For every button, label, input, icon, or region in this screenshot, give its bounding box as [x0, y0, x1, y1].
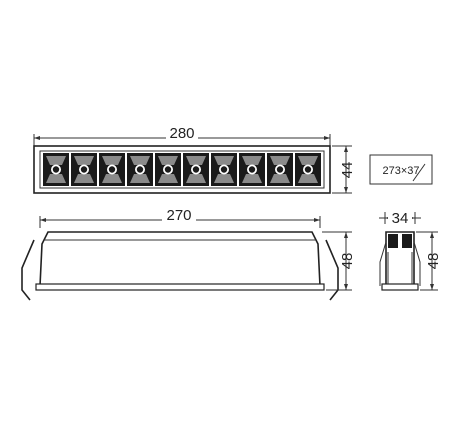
lens-cell	[43, 153, 69, 186]
dim-width-44: 44	[332, 145, 356, 194]
lens-cell	[211, 153, 237, 186]
lens-row	[43, 153, 321, 186]
lens-cell	[155, 153, 181, 186]
front-view: 270 48	[21, 207, 356, 301]
side-left-clip	[379, 241, 387, 286]
front-trim	[35, 283, 325, 291]
dim-length-280: 280	[33, 125, 331, 146]
lens-cell	[267, 153, 293, 186]
lens-cell	[127, 153, 153, 186]
dim-height-48-side: 48	[416, 231, 442, 291]
top-inner-frame	[39, 150, 325, 189]
lens-cell	[71, 153, 97, 186]
top-body-outline	[33, 145, 331, 194]
width-label-side: 34	[392, 210, 409, 227]
dim-width-34: 34	[379, 210, 421, 227]
length-label-front: 270	[166, 207, 191, 224]
left-spring-clip	[21, 239, 35, 301]
side-right-clip	[413, 241, 421, 286]
dim-height-48-front: 48	[322, 231, 356, 291]
lens-cell	[239, 153, 265, 186]
cutout-label: 273×37	[382, 165, 419, 177]
right-spring-clip	[325, 239, 339, 301]
side-lens-left	[388, 234, 398, 248]
dim-length-270: 270	[39, 207, 321, 228]
lens-cell	[183, 153, 209, 186]
lens-cell	[295, 153, 321, 186]
side-view: 34 48	[379, 210, 442, 291]
side-trim	[381, 283, 419, 291]
length-label-top: 280	[169, 125, 194, 142]
cutout-size-box: 273×37	[369, 154, 433, 185]
height-label-side: 48	[425, 253, 442, 270]
top-view: 280 44 273×37	[33, 125, 433, 194]
height-label-front: 48	[339, 253, 356, 270]
width-label-top: 44	[339, 162, 356, 179]
lens-cell	[99, 153, 125, 186]
side-lens-right	[402, 234, 412, 248]
